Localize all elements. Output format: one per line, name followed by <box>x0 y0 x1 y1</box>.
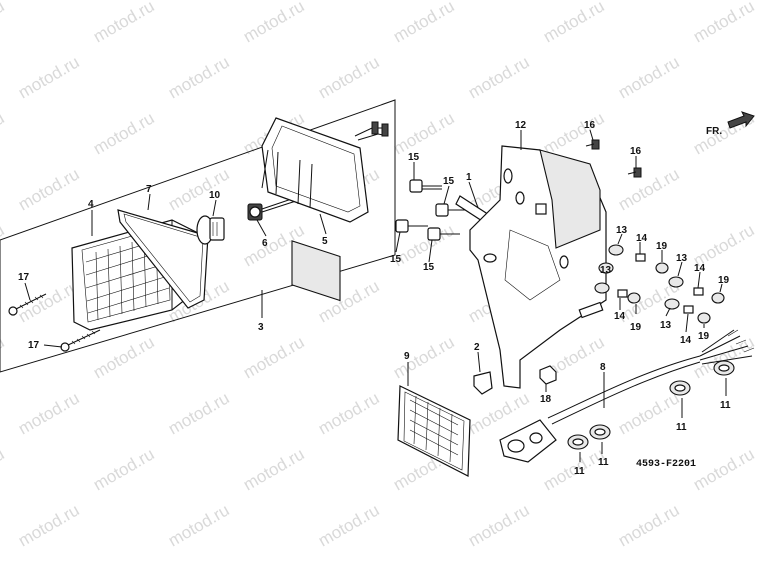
front-direction-label: FR. <box>706 126 722 137</box>
collar-1 <box>635 253 646 262</box>
screw-upper <box>8 293 47 316</box>
bulb <box>196 215 225 245</box>
callout-8: 8 <box>600 362 606 373</box>
callout-14-a: 14 <box>636 233 648 244</box>
callout-11-c: 11 <box>676 422 687 433</box>
washer-1 <box>608 244 624 256</box>
callout-2: 2 <box>474 342 480 353</box>
bushing-4 <box>697 312 711 324</box>
bolt-d <box>427 227 460 241</box>
washer-5 <box>664 298 680 310</box>
callout-14-d: 14 <box>680 335 692 346</box>
callout-13-d: 13 <box>660 320 672 331</box>
callout-13-b: 13 <box>600 265 612 276</box>
callout-10: 10 <box>209 190 221 201</box>
bushing-3 <box>711 292 725 304</box>
grommet-3 <box>669 380 691 396</box>
callout-15-b: 15 <box>443 176 455 187</box>
collar-2 <box>617 289 628 298</box>
callout-19-a: 19 <box>656 241 668 252</box>
bolt-16-lower <box>627 167 642 178</box>
callout-13-a: 13 <box>616 225 628 236</box>
grommet-4 <box>713 360 735 376</box>
license-bracket <box>469 145 607 389</box>
bolt-a <box>409 179 442 193</box>
washer-4 <box>668 276 684 288</box>
grommet-1 <box>567 434 589 450</box>
collar-4 <box>683 305 694 314</box>
reflector <box>397 385 471 477</box>
callout-15-a: 15 <box>408 152 420 163</box>
callout-19-b: 19 <box>718 275 730 286</box>
callout-3: 3 <box>258 322 264 333</box>
collar-3 <box>693 287 704 296</box>
callout-7: 7 <box>146 184 152 195</box>
lens-gasket <box>117 209 209 309</box>
nut <box>539 365 557 385</box>
bolt-c <box>395 219 428 233</box>
callout-9: 9 <box>404 351 410 362</box>
callout-18: 18 <box>540 394 552 405</box>
callout-17-upper: 17 <box>18 272 30 283</box>
diagram-code: 4593-F2201 <box>636 459 696 470</box>
callout-6: 6 <box>262 238 268 249</box>
callout-13-c: 13 <box>676 253 688 264</box>
bushing-2 <box>627 292 641 304</box>
callout-19-d: 19 <box>698 331 710 342</box>
callout-17-lower: 17 <box>28 340 40 351</box>
callout-19-c: 19 <box>630 322 642 333</box>
callout-11-b: 11 <box>598 457 609 468</box>
callout-15-c: 15 <box>390 254 402 265</box>
leader-lines <box>24 129 727 462</box>
callout-14-c: 14 <box>614 311 626 322</box>
callout-1: 1 <box>466 172 472 183</box>
washer-2 <box>598 262 614 274</box>
washer-3 <box>594 282 610 294</box>
callout-16-lower: 16 <box>630 146 642 157</box>
callout-11-d: 11 <box>720 400 731 411</box>
grommet-2 <box>589 424 611 440</box>
callout-5: 5 <box>322 236 328 247</box>
bolt-16-upper <box>585 139 600 150</box>
wire-harness <box>499 329 755 463</box>
cable-clip <box>473 371 493 395</box>
callout-16-upper: 16 <box>584 120 596 131</box>
callout-14-b: 14 <box>694 263 706 274</box>
front-direction-arrow: FR. <box>706 111 755 137</box>
callout-15-d: 15 <box>423 262 435 273</box>
lamp-housing <box>261 117 389 302</box>
callout-11-a: 11 <box>574 466 585 477</box>
bushing-1 <box>655 262 669 274</box>
callout-4: 4 <box>88 199 94 210</box>
callout-12: 12 <box>515 120 527 131</box>
